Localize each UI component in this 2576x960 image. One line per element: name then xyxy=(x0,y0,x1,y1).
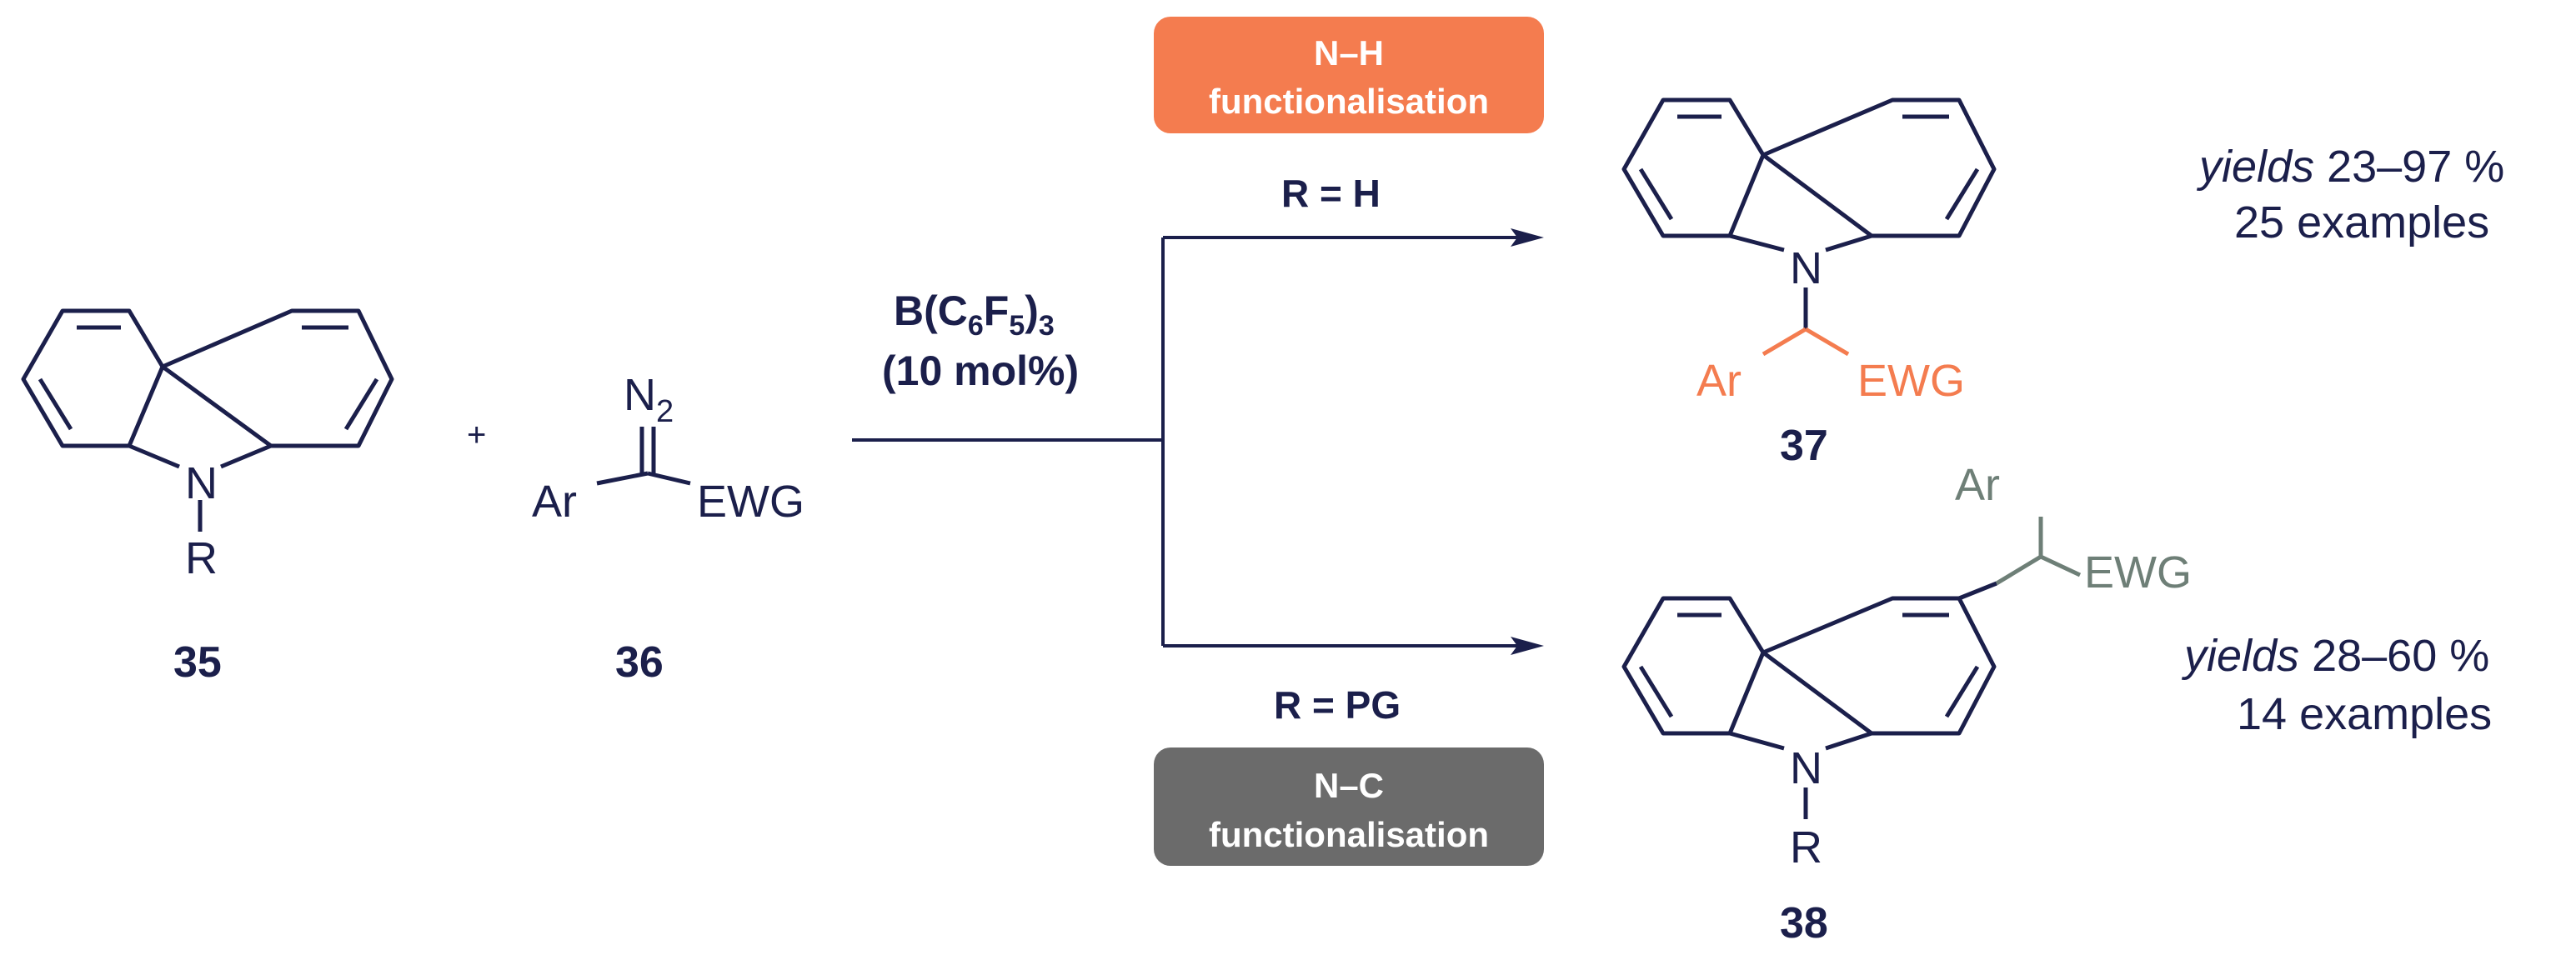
compound-38-n-atom: N xyxy=(1790,743,1822,793)
compound-36-ewg: EWG xyxy=(697,477,804,527)
compound-38-substituent xyxy=(1995,517,2082,586)
bottom-yields: yields 28–60 % xyxy=(2181,631,2489,681)
compound-35-structure xyxy=(21,308,394,532)
compound-37-substituent xyxy=(1762,327,1850,357)
bottom-examples: 14 examples xyxy=(2237,689,2492,739)
compound-38-r-group: R xyxy=(1790,822,1822,872)
compound-38-structure xyxy=(1621,581,1997,819)
catalyst-loading: (10 mol%) xyxy=(882,348,1079,394)
badge-nh-functionalisation xyxy=(1154,17,1544,133)
compound-38-label: 38 xyxy=(1780,899,1828,948)
catalyst-formula: B(C6F5)3 xyxy=(894,288,1055,342)
compound-35-n-atom: N xyxy=(185,458,218,508)
badge-nc-line2: functionalisation xyxy=(1209,815,1489,854)
compound-37-ar: Ar xyxy=(1696,356,1742,406)
compound-36-label: 36 xyxy=(615,638,664,687)
compound-36-ar: Ar xyxy=(532,477,577,527)
compound-37-label: 37 xyxy=(1780,422,1828,470)
compound-36-n2: N2 xyxy=(624,370,674,429)
compound-37-n-atom: N xyxy=(1790,243,1822,293)
badge-nh-line2: functionalisation xyxy=(1209,82,1489,121)
badge-nc-functionalisation xyxy=(1154,748,1544,866)
badge-nc-line1: N–C xyxy=(1314,766,1384,805)
top-yields: yields 23–97 % xyxy=(2196,142,2504,192)
top-examples: 25 examples xyxy=(2234,198,2489,248)
condition-r-pg: R = PG xyxy=(1274,683,1401,727)
compound-37-structure xyxy=(1621,98,1997,329)
compound-38-ar: Ar xyxy=(1955,460,2000,510)
badge-nh-line1: N–H xyxy=(1314,33,1384,72)
compound-35-r-group: R xyxy=(185,533,218,583)
compound-37-ewg: EWG xyxy=(1857,356,1965,406)
reaction-arrows xyxy=(852,236,1517,648)
condition-r-h: R = H xyxy=(1281,172,1381,215)
arrow-head-top xyxy=(1511,228,1544,247)
arrow-head-bottom xyxy=(1511,637,1544,655)
compound-36-structure xyxy=(596,427,691,486)
compound-35-label: 35 xyxy=(173,638,222,687)
plus-sign: + xyxy=(467,417,486,453)
compound-38-ewg: EWG xyxy=(2084,548,2192,598)
